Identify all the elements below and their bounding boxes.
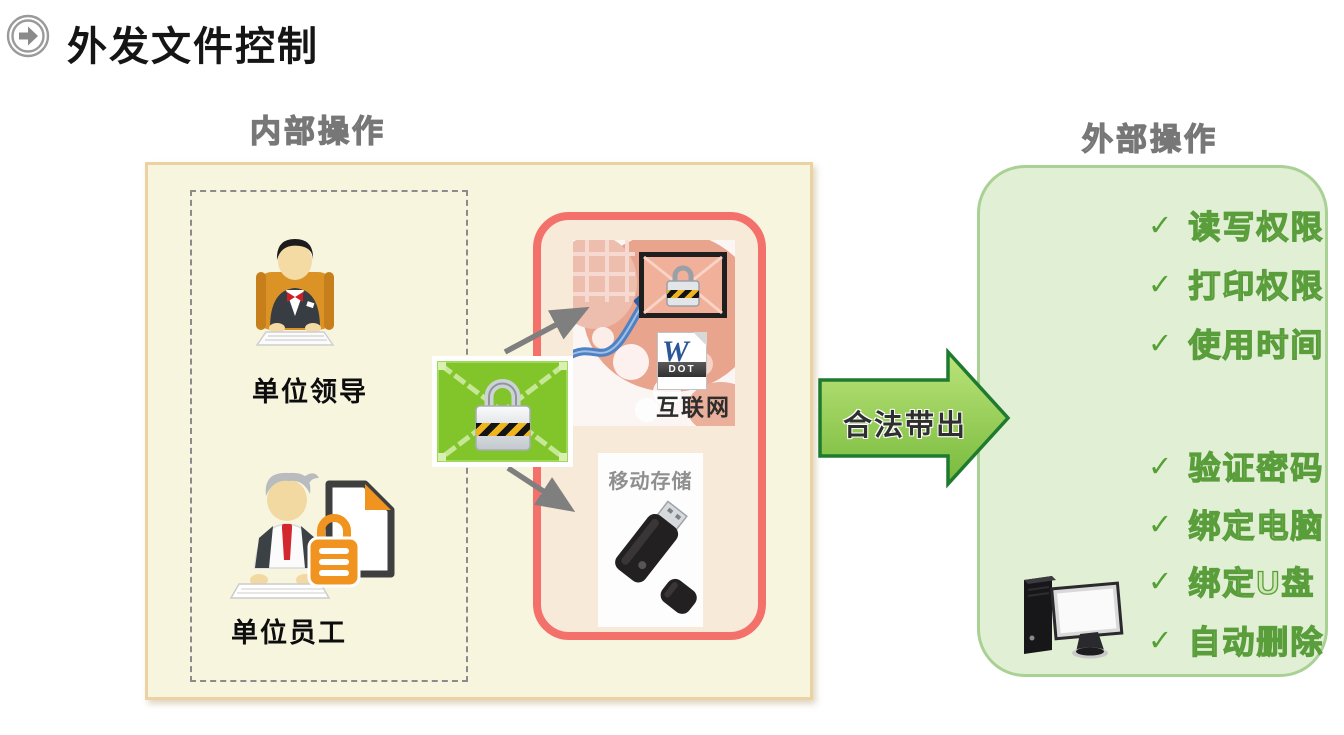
legal-export-arrow [818,348,1011,489]
check-icon: ✓ [1148,508,1173,541]
check-icon: ✓ [1148,327,1173,360]
word-dot-badge: DOT [658,362,706,377]
locked-envelope-icon [437,361,568,462]
unit-employee-icon [229,472,395,599]
external-section-label: 外部操作 [1081,121,1218,157]
internet-label: 互联网 [656,394,731,420]
internal-section-label: 内部操作 [249,113,386,149]
checklist-item: ✓ 绑定电脑 [1148,507,1325,544]
mobile-storage-label: 移动存储 [608,471,693,493]
checklist-item: ✓ 读写权限 [1148,208,1325,245]
checklist-item: ✓ 绑定U盘 [1148,564,1316,601]
unit-leader-icon [255,239,335,346]
checklist-item: ✓ 打印权限 [1148,267,1325,304]
page-title: 外发文件控制 [67,24,319,69]
checklist-item: ✓ 使用时间 [1148,326,1325,363]
checklist-item: ✓ 自动删除 [1148,623,1325,660]
unit-leader-label: 单位领导 [252,377,368,407]
word-dot-file-icon: W DOT [657,332,707,390]
mobile-storage-card: 移动存储 [598,453,703,627]
check-icon: ✓ [1148,209,1173,242]
check-icon: ✓ [1148,624,1173,657]
usb-drive-icon [614,500,697,614]
bullet-arrow-icon [6,14,50,58]
desktop-computer-icon [1024,576,1124,659]
check-icon: ✓ [1148,268,1173,301]
encrypted-file-card [432,356,573,467]
check-icon: ✓ [1148,450,1173,483]
page-fold [693,332,707,346]
legal-export-label: 合法带出 [843,410,968,442]
unit-employee-label: 单位员工 [231,618,347,648]
check-icon: ✓ [1148,565,1173,598]
internet-image: W DOT 互联网 [573,240,735,426]
blocked-mail-icon [639,252,727,318]
checklist-item: ✓ 验证密码 [1148,449,1325,486]
